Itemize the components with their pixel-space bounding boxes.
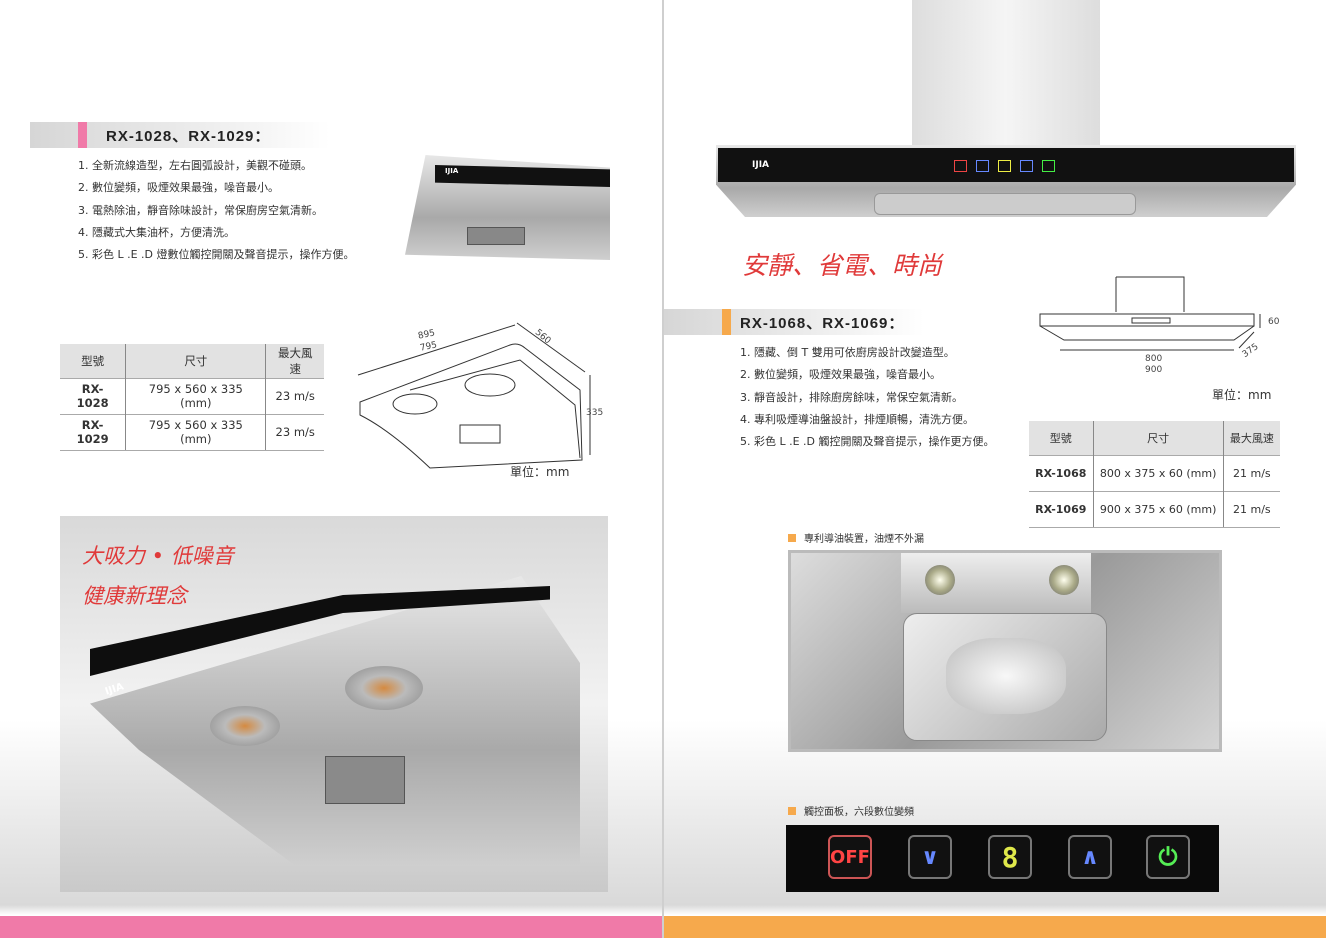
caption-panel: 觸控面板，六段數位變頻 <box>788 803 914 818</box>
off-label: OFF <box>830 846 870 868</box>
pink-footer-bar <box>0 916 662 938</box>
col-header: 尺寸 <box>125 344 266 378</box>
cell: RX-1069 <box>1029 490 1094 528</box>
speed-down-button[interactable]: ∨ <box>908 835 952 879</box>
caption-oil: 專利導油裝置，油煙不外漏 <box>788 530 924 545</box>
col-header: 最大風速 <box>265 344 324 378</box>
feature-item: 1. 全新流線造型，左右圓弧設計，美觀不碰頭。 <box>78 159 312 172</box>
left-feature-list: 1. 全新流線造型，左右圓弧設計，美觀不碰頭。 2. 數位變頻，吸煙效果最強，噪… <box>78 155 355 266</box>
rx1028-product-photo: IJIA 大吸力 • 低噪音 健康新理念 <box>60 516 608 892</box>
power-icon: ⏻ <box>1158 843 1178 871</box>
feature-item: 1. 隱藏、倒 T 雙用可依廚房設計改變造型。 <box>740 346 955 359</box>
orange-bullet <box>788 534 796 542</box>
slogan-line-2: 健康新理念 <box>82 584 187 608</box>
control-strip <box>718 148 1294 182</box>
col-header: 型號 <box>1029 421 1094 455</box>
lamp-icon <box>925 565 955 595</box>
cell: 21 m/s <box>1222 454 1280 491</box>
cell: 795 x 560 x 335 (mm) <box>125 377 266 414</box>
dim-height: 60 <box>1268 317 1280 327</box>
slogan: 安靜、省電、時尚 <box>742 251 943 280</box>
chevron-up-icon: ∧ <box>1081 844 1099 870</box>
rx1068-dimension-diagram <box>1039 276 1261 351</box>
cell: RX-1068 <box>1029 454 1094 491</box>
cell: 900 x 375 x 60 (mm) <box>1092 490 1224 528</box>
speed-display: 8 <box>988 835 1032 879</box>
page-spine <box>662 0 664 938</box>
cell: 23 m/s <box>265 377 324 414</box>
feature-item: 4. 專利吸煙導油盤設計，排煙順暢，清洗方便。 <box>740 412 974 426</box>
touch-control-panel: OFF ∨ 8 ∧ ⏻ <box>786 825 1219 892</box>
brand-logo: IJIA <box>752 160 770 170</box>
unit-label: 單位：mm <box>510 465 570 479</box>
cell: RX-1028 <box>60 377 126 414</box>
right-model-heading: RX-1068、RX-1069： <box>664 309 924 335</box>
right-page: IJIA 安靜、省電、時尚 RX-1068、RX-1069： 1. 隱藏、倒 T… <box>664 0 1326 938</box>
chevron-down-icon: ∨ <box>921 844 939 870</box>
oil-cup <box>325 756 405 804</box>
left-model-heading: RX-1028、RX-1029： <box>30 122 330 148</box>
heading-text: RX-1028、RX-1029： <box>106 128 271 145</box>
dim-height: 335 <box>586 408 604 418</box>
power-button[interactable]: ⏻ <box>1146 835 1190 879</box>
feature-item: 4. 隱藏式大集油杯，方便清洗。 <box>78 225 235 239</box>
fan-left <box>210 706 280 746</box>
fan-right <box>345 666 423 710</box>
cell: RX-1029 <box>60 413 126 451</box>
feature-item: 2. 數位變頻，吸煙效果最強，噪音最小。 <box>78 181 279 195</box>
slogan-line-1: 大吸力 • 低噪音 <box>82 544 234 568</box>
right-feature-list: 1. 隱藏、倒 T 雙用可依廚房設計改變造型。 2. 數位變頻，吸煙效果最強，噪… <box>740 342 995 453</box>
cell: 23 m/s <box>265 413 324 451</box>
oil-guide-photo <box>788 550 1222 752</box>
orange-marker <box>722 309 731 335</box>
orange-footer-bar <box>664 916 1326 938</box>
cell: 800 x 375 x 60 (mm) <box>1092 454 1224 491</box>
heading-text: RX-1068、RX-1069： <box>740 315 905 332</box>
rx1028-thumbnail-photo: IJIA <box>405 155 610 260</box>
caption-text: 觸控面板，六段數位變頻 <box>804 807 914 818</box>
orange-bullet <box>788 807 796 815</box>
mini-control-buttons <box>954 160 1055 172</box>
col-header: 型號 <box>60 344 126 378</box>
cell: 21 m/s <box>1222 490 1280 528</box>
oil-tray <box>874 193 1136 215</box>
col-header: 尺寸 <box>1092 421 1224 455</box>
chimney <box>912 0 1100 145</box>
pink-marker <box>78 122 87 148</box>
feature-item: 3. 靜音設計，排除廚房餘味，常保空氣清新。 <box>740 390 963 404</box>
unit-label: 單位：mm <box>1212 388 1272 402</box>
speed-up-button[interactable]: ∧ <box>1068 835 1112 879</box>
cell: 795 x 560 x 335 (mm) <box>125 413 266 451</box>
off-button[interactable]: OFF <box>828 835 872 879</box>
brand-logo: IJIA <box>445 167 459 175</box>
feature-item: 2. 數位變頻，吸煙效果最強，噪音最小。 <box>740 368 941 382</box>
rx1028-dimension-diagram <box>357 322 591 469</box>
caption-text: 專利導油裝置，油煙不外漏 <box>804 534 924 545</box>
lamp-icon <box>1049 565 1079 595</box>
feature-item: 3. 電熱除油，靜音除味設計，常保廚房空氣清新。 <box>78 203 323 217</box>
left-page: RX-1028、RX-1029： 1. 全新流線造型，左右圓弧設計，美觀不碰頭。… <box>0 0 662 938</box>
feature-item: 5. 彩色 L .E .D 觸控開關及聲音提示，操作更方便。 <box>740 435 995 449</box>
col-header: 最大風速 <box>1222 421 1280 455</box>
feature-item: 5. 彩色 L .E .D 燈數位觸控開關及聲音提示，操作方便。 <box>78 248 355 262</box>
digit-display: 8 <box>1001 840 1019 874</box>
dim-width-900: 900 <box>1145 365 1163 375</box>
dim-width-800: 800 <box>1145 354 1163 364</box>
